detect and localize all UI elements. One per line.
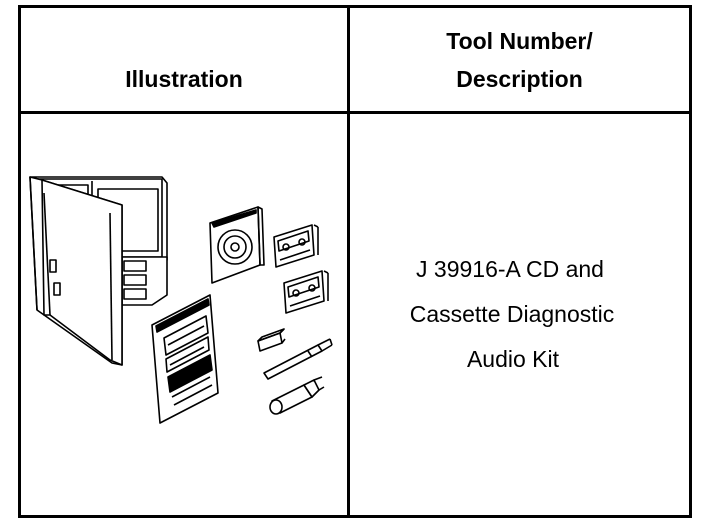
header-illustration-label: Illustration	[125, 65, 243, 92]
probe-icon	[263, 338, 333, 380]
tool-description-line3: Audio Kit	[466, 346, 560, 372]
table-border-right	[689, 5, 692, 518]
diagnostic-audio-kit-illustration	[29, 176, 333, 424]
header-tool-number-line2: Description	[456, 65, 583, 92]
tool-description-line1: J 39916-A CD and	[416, 256, 604, 282]
adapter-block-icon	[257, 328, 286, 352]
header-tool-number-line1: Tool Number/	[446, 27, 593, 54]
cassette-icon	[273, 224, 319, 268]
cassette-icon-2	[283, 270, 329, 314]
tool-description: J 39916-A CD and Cassette Diagnostic Aud…	[350, 247, 670, 382]
table-column-divider	[347, 5, 350, 518]
cd-case-icon	[209, 206, 265, 284]
table-border-bottom	[18, 515, 692, 518]
instruction-booklet-icon	[151, 294, 219, 424]
carrying-case-icon	[29, 176, 168, 366]
header-tool-number: Tool Number/ Description	[350, 8, 689, 111]
cleaner-bottle-icon	[269, 376, 325, 415]
table-header-divider	[18, 111, 692, 114]
table-border-top	[18, 5, 692, 8]
table-border-left	[18, 5, 21, 518]
tool-description-line2: Cassette Diagnostic	[409, 301, 615, 327]
header-illustration: Illustration	[21, 8, 347, 111]
